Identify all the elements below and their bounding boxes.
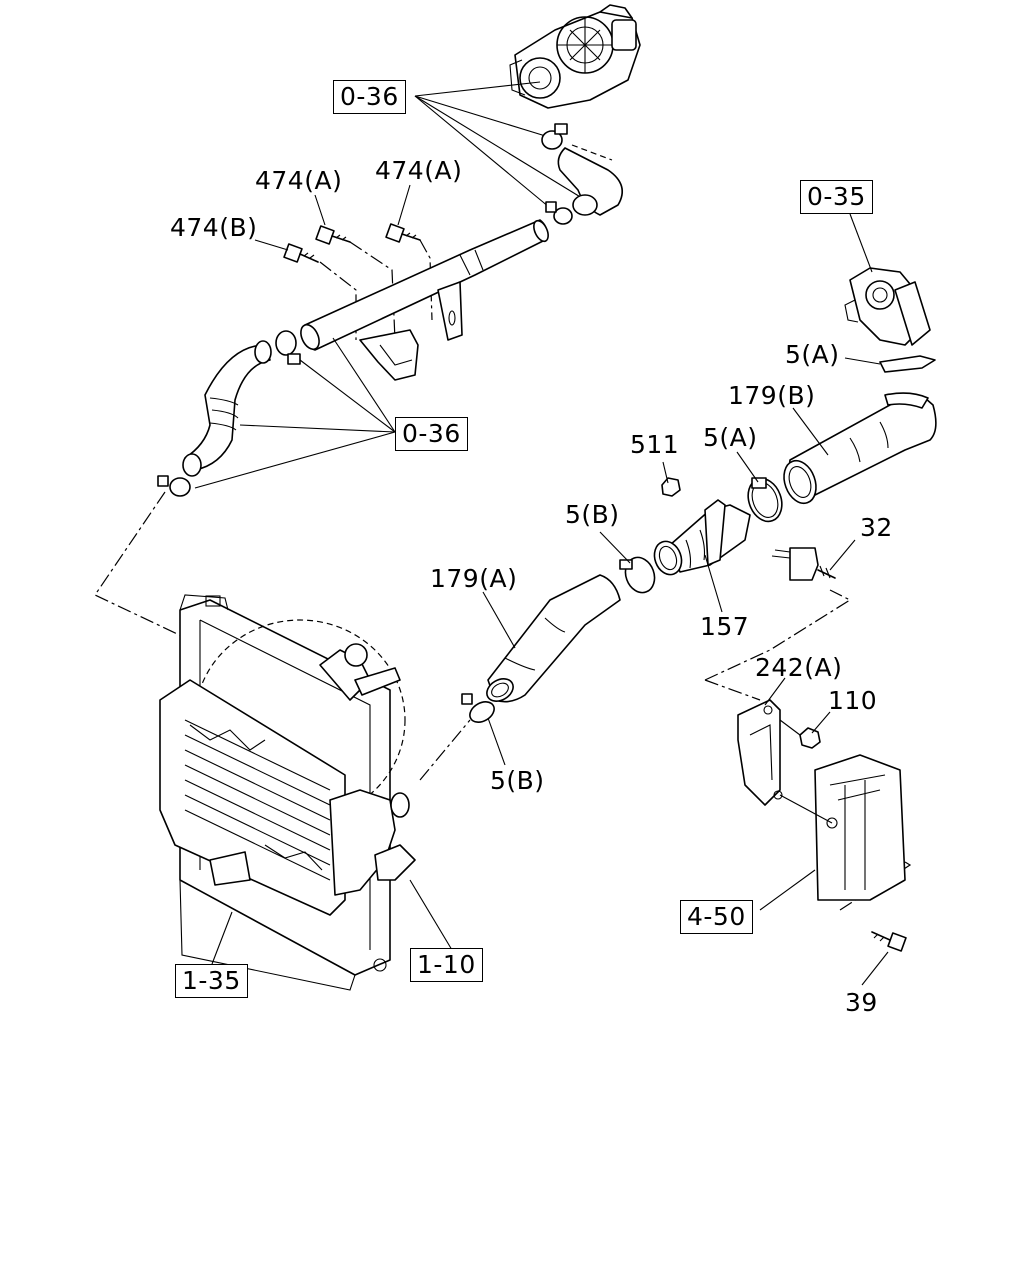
label-leader-lines [211, 184, 889, 986]
bolt-39-drawing [871, 931, 907, 952]
short-hose-upper [545, 144, 624, 225]
clamp-5b-mid [619, 556, 656, 594]
ref-4-50-label: 4-50 [680, 900, 753, 934]
hose-179b-drawing [783, 392, 937, 505]
hose-clamp-upper [541, 123, 568, 150]
leader-lines-mid [194, 337, 396, 489]
nut-110-drawing [779, 719, 821, 749]
ref-0-36-mid-label: 0-36 [395, 417, 468, 451]
part-179b-label: 179(B) [728, 381, 816, 410]
pipe-157-drawing [653, 499, 751, 576]
clamp-5b-bottom [461, 693, 495, 723]
part-5a-mid-label: 5(A) [703, 423, 758, 452]
part-110-label: 110 [828, 686, 878, 715]
sensor-32-drawing [771, 547, 836, 581]
engine-block-4-50-drawing [779, 754, 906, 901]
clamp-5a-mid [747, 477, 783, 523]
part-474a-left-label: 474(A) [255, 166, 343, 195]
ref-1-35-label: 1-35 [175, 964, 248, 998]
hose-179a-drawing [486, 574, 621, 703]
nut-511-drawing [661, 477, 681, 497]
turbocharger-drawing [509, 4, 641, 109]
part-179a-label: 179(A) [430, 564, 518, 593]
bolt-474a-left-drawing [315, 225, 351, 245]
part-157-label: 157 [700, 612, 750, 641]
part-242a-label: 242(A) [755, 653, 843, 682]
ref-1-10-label: 1-10 [410, 948, 483, 982]
part-5b-top-label: 5(B) [565, 500, 620, 529]
part-474b-label: 474(B) [170, 213, 258, 242]
ref-0-36-top-label: 0-36 [333, 80, 406, 114]
ref-0-35-label: 0-35 [800, 180, 873, 214]
part-32-label: 32 [860, 513, 893, 542]
bracket-242a-drawing [737, 699, 783, 806]
egr-valve-0-35-drawing [844, 267, 931, 346]
part-474a-right-label: 474(A) [375, 156, 463, 185]
flexible-hose-left [157, 330, 301, 497]
bolt-474b-drawing [283, 243, 319, 263]
upper-intake-pipe [300, 219, 549, 381]
part-511-label: 511 [630, 430, 680, 459]
bolt-474a-right-drawing [385, 223, 421, 243]
part-5b-bottom-label: 5(B) [490, 766, 545, 795]
radiator-intercooler-assembly [159, 594, 416, 991]
part-5a-top-label: 5(A) [785, 340, 840, 369]
part-39-label: 39 [845, 988, 878, 1017]
gasket-5a-top [879, 355, 936, 373]
leader-lines-top [414, 81, 583, 213]
